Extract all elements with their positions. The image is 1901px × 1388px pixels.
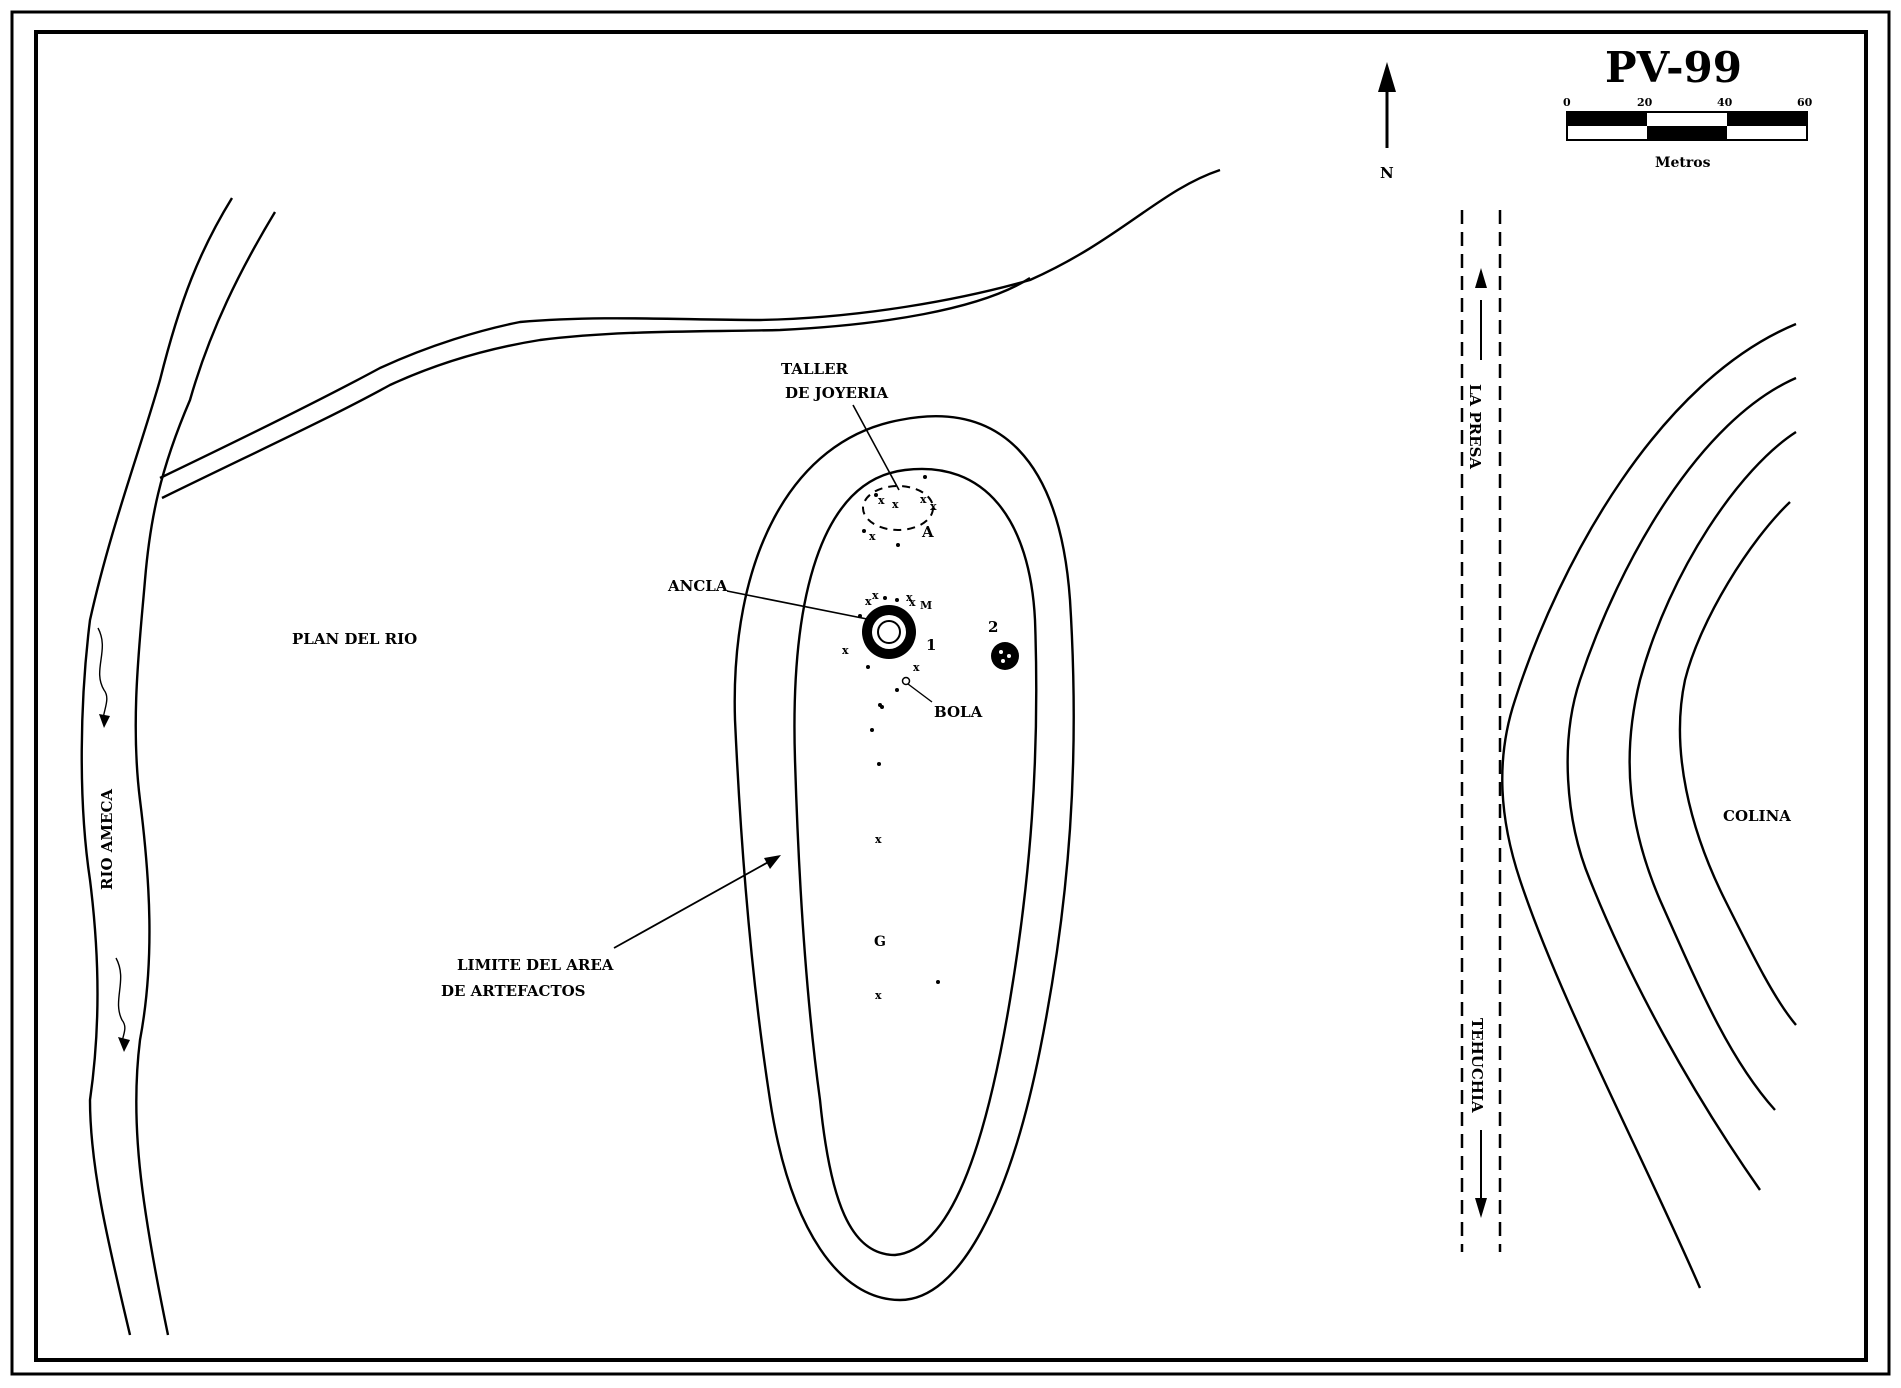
river-bank-right [134, 211, 277, 1336]
rio-ameca-label: RIO AMECA [98, 789, 116, 890]
river-flow-arrow-upper-icon [97, 627, 108, 726]
feature-2-label: 2 [988, 618, 998, 636]
limite-label-line1: LIMITE DEL AREA [457, 956, 614, 974]
svg-text:x: x [865, 595, 872, 608]
scale-tick-40: 40 [1717, 96, 1733, 109]
svg-text:x: x [892, 498, 899, 511]
feature-1-label: 1 [926, 636, 936, 654]
limite-label-line2: DE ARTEFACTOS [441, 982, 586, 1000]
river-bank-left [80, 197, 234, 1336]
svg-text:x: x [872, 589, 879, 602]
svg-text:x: x [906, 591, 913, 604]
inner-frame [34, 30, 1868, 1362]
taller-leader-line [852, 404, 900, 491]
mound-2 [991, 642, 1019, 670]
river-flow-head-upper-icon [99, 714, 110, 728]
map-title: PV-99 [1605, 43, 1742, 92]
feature-g-label: G [874, 934, 886, 950]
ancla-label: ANCLA [667, 577, 728, 595]
scale-tick-0: 0 [1563, 96, 1571, 109]
scale-tick-60: 60 [1797, 96, 1813, 109]
road-north-label: LA PRESA [1466, 384, 1484, 469]
road-arrow-south-icon [1475, 1198, 1487, 1218]
north-label: N [1380, 164, 1394, 182]
taller-dashed-area [862, 485, 934, 531]
road-arrow-north-icon [1475, 268, 1487, 288]
contour-line-3 [1628, 430, 1797, 1111]
svg-text:x: x [913, 661, 920, 674]
stream-bank-lower [161, 276, 1031, 500]
outer-frame [10, 10, 1891, 1376]
contour-line-1 [1501, 322, 1797, 1289]
stream-bank-upper [159, 168, 1221, 480]
colina-label: COLINA [1723, 807, 1791, 825]
svg-text:x: x [842, 644, 849, 657]
limite-arrowhead-icon [764, 855, 781, 869]
river-flow-arrow-lower-icon [115, 957, 126, 1049]
feature-m-label: M [920, 599, 932, 612]
river-flow-head-lower-icon [118, 1037, 130, 1052]
bola-leader-line [907, 683, 933, 703]
svg-text:x: x [909, 596, 916, 609]
site-artifact-marks: x x [870, 705, 940, 1002]
feature-a-label: A [921, 523, 934, 541]
plan-del-rio-label: PLAN DEL RIO [292, 630, 417, 648]
limite-arrow-line [613, 859, 773, 949]
taller-label-line2: DE JOYERIA [785, 384, 888, 402]
ancla-leader-line [726, 590, 873, 621]
svg-text:x: x [930, 500, 937, 513]
ancla-mound [862, 605, 916, 659]
svg-text:x: x [875, 833, 882, 846]
taller-label-line1: TALLER [781, 360, 849, 378]
contour-line-4 [1678, 501, 1797, 1026]
contour-line-2 [1566, 376, 1797, 1191]
bola-marker [901, 676, 911, 686]
scale-tick-20: 20 [1637, 96, 1653, 109]
bola-label: BOLA [934, 703, 983, 721]
svg-text:x: x [875, 989, 882, 1002]
road-south-label: TEHUCHIA [1468, 1018, 1486, 1113]
scale-bar: 0 20 40 60 Metros [1563, 96, 1813, 171]
svg-text:x: x [920, 493, 927, 506]
svg-text:x: x [878, 494, 885, 507]
site-boundary-outer [733, 415, 1075, 1302]
scale-unit: Metros [1655, 155, 1711, 171]
svg-text:x: x [869, 530, 876, 543]
site-boundary-inner [793, 467, 1038, 1257]
north-arrow-icon [1378, 62, 1396, 148]
